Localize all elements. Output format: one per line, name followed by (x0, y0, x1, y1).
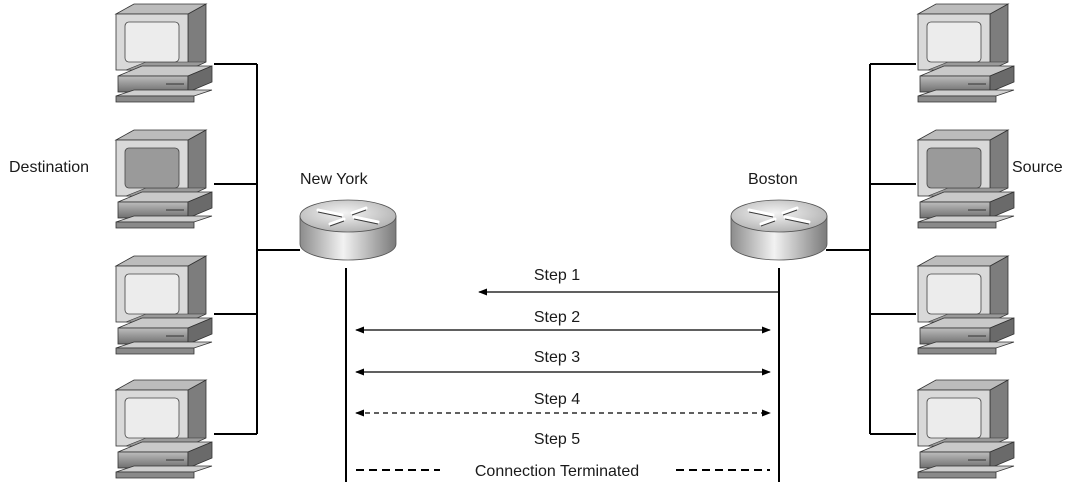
computer-icon (917, 129, 1015, 229)
computer-icon (115, 3, 213, 103)
step-4-label: Step 4 (534, 391, 580, 408)
source-label: Source (1012, 159, 1063, 176)
step-1-label: Step 1 (534, 267, 580, 284)
left-computers (115, 3, 213, 479)
computer-icon (115, 379, 213, 479)
connection-terminated-label: Connection Terminated (475, 463, 639, 480)
step-5-label: Step 5 (534, 431, 580, 448)
computer-icon (917, 379, 1015, 479)
right-computers (917, 3, 1015, 479)
computer-icon (115, 255, 213, 355)
new-york-label: New York (300, 171, 369, 188)
router-icon (298, 198, 398, 262)
destination-label: Destination (9, 159, 89, 176)
computer-icon (917, 3, 1015, 103)
left-lan-wiring (214, 63, 300, 435)
step-3-label: Step 3 (534, 349, 580, 366)
computer-icon (917, 255, 1015, 355)
right-lan-wiring (826, 63, 916, 435)
boston-label: Boston (748, 171, 798, 188)
step-2-label: Step 2 (534, 309, 580, 326)
router-icon (729, 198, 829, 262)
computer-icon (115, 129, 213, 229)
